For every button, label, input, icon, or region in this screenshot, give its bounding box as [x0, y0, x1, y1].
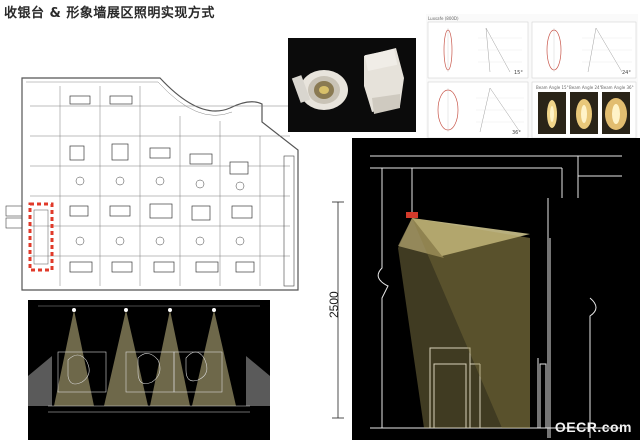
spotlight-fixture [406, 212, 418, 218]
watermark: OECR.com [554, 419, 632, 435]
store-floor-plan [0, 66, 308, 302]
beam-label-2: Beam Angle 24° [569, 85, 602, 90]
curve-box-36: 36° [427, 81, 529, 139]
curves-header: Luxsafe (800D) [428, 16, 459, 21]
section-lighting-drawing [352, 138, 640, 440]
curve-box-15: 15° [427, 21, 529, 79]
cashier-highlight-zone [28, 202, 54, 272]
beam-distribution-curves: Luxsafe (800D) 15° 24° 36° [426, 14, 638, 140]
angle-label-1: 15° [514, 70, 523, 76]
dimension-label: 2500 [327, 291, 341, 318]
shelf-spotlight-panel [28, 300, 270, 440]
beam-label-3: Beam Angle 36° [601, 85, 634, 90]
beam-photos: Beam Angle 15° Beam Angle 24° Beam Angle… [531, 81, 637, 139]
beam-label-1: Beam Angle 15° [536, 85, 569, 90]
curve-box-24: 24° [531, 21, 637, 79]
spotlight-product-photo [288, 38, 416, 132]
dimension-line [332, 201, 344, 419]
light-beam [398, 218, 530, 428]
page-title: 收银台 & 形象墙展区照明实现方式 [4, 6, 215, 21]
angle-label-2: 24° [622, 70, 631, 76]
angle-label-3: 36° [512, 130, 521, 136]
